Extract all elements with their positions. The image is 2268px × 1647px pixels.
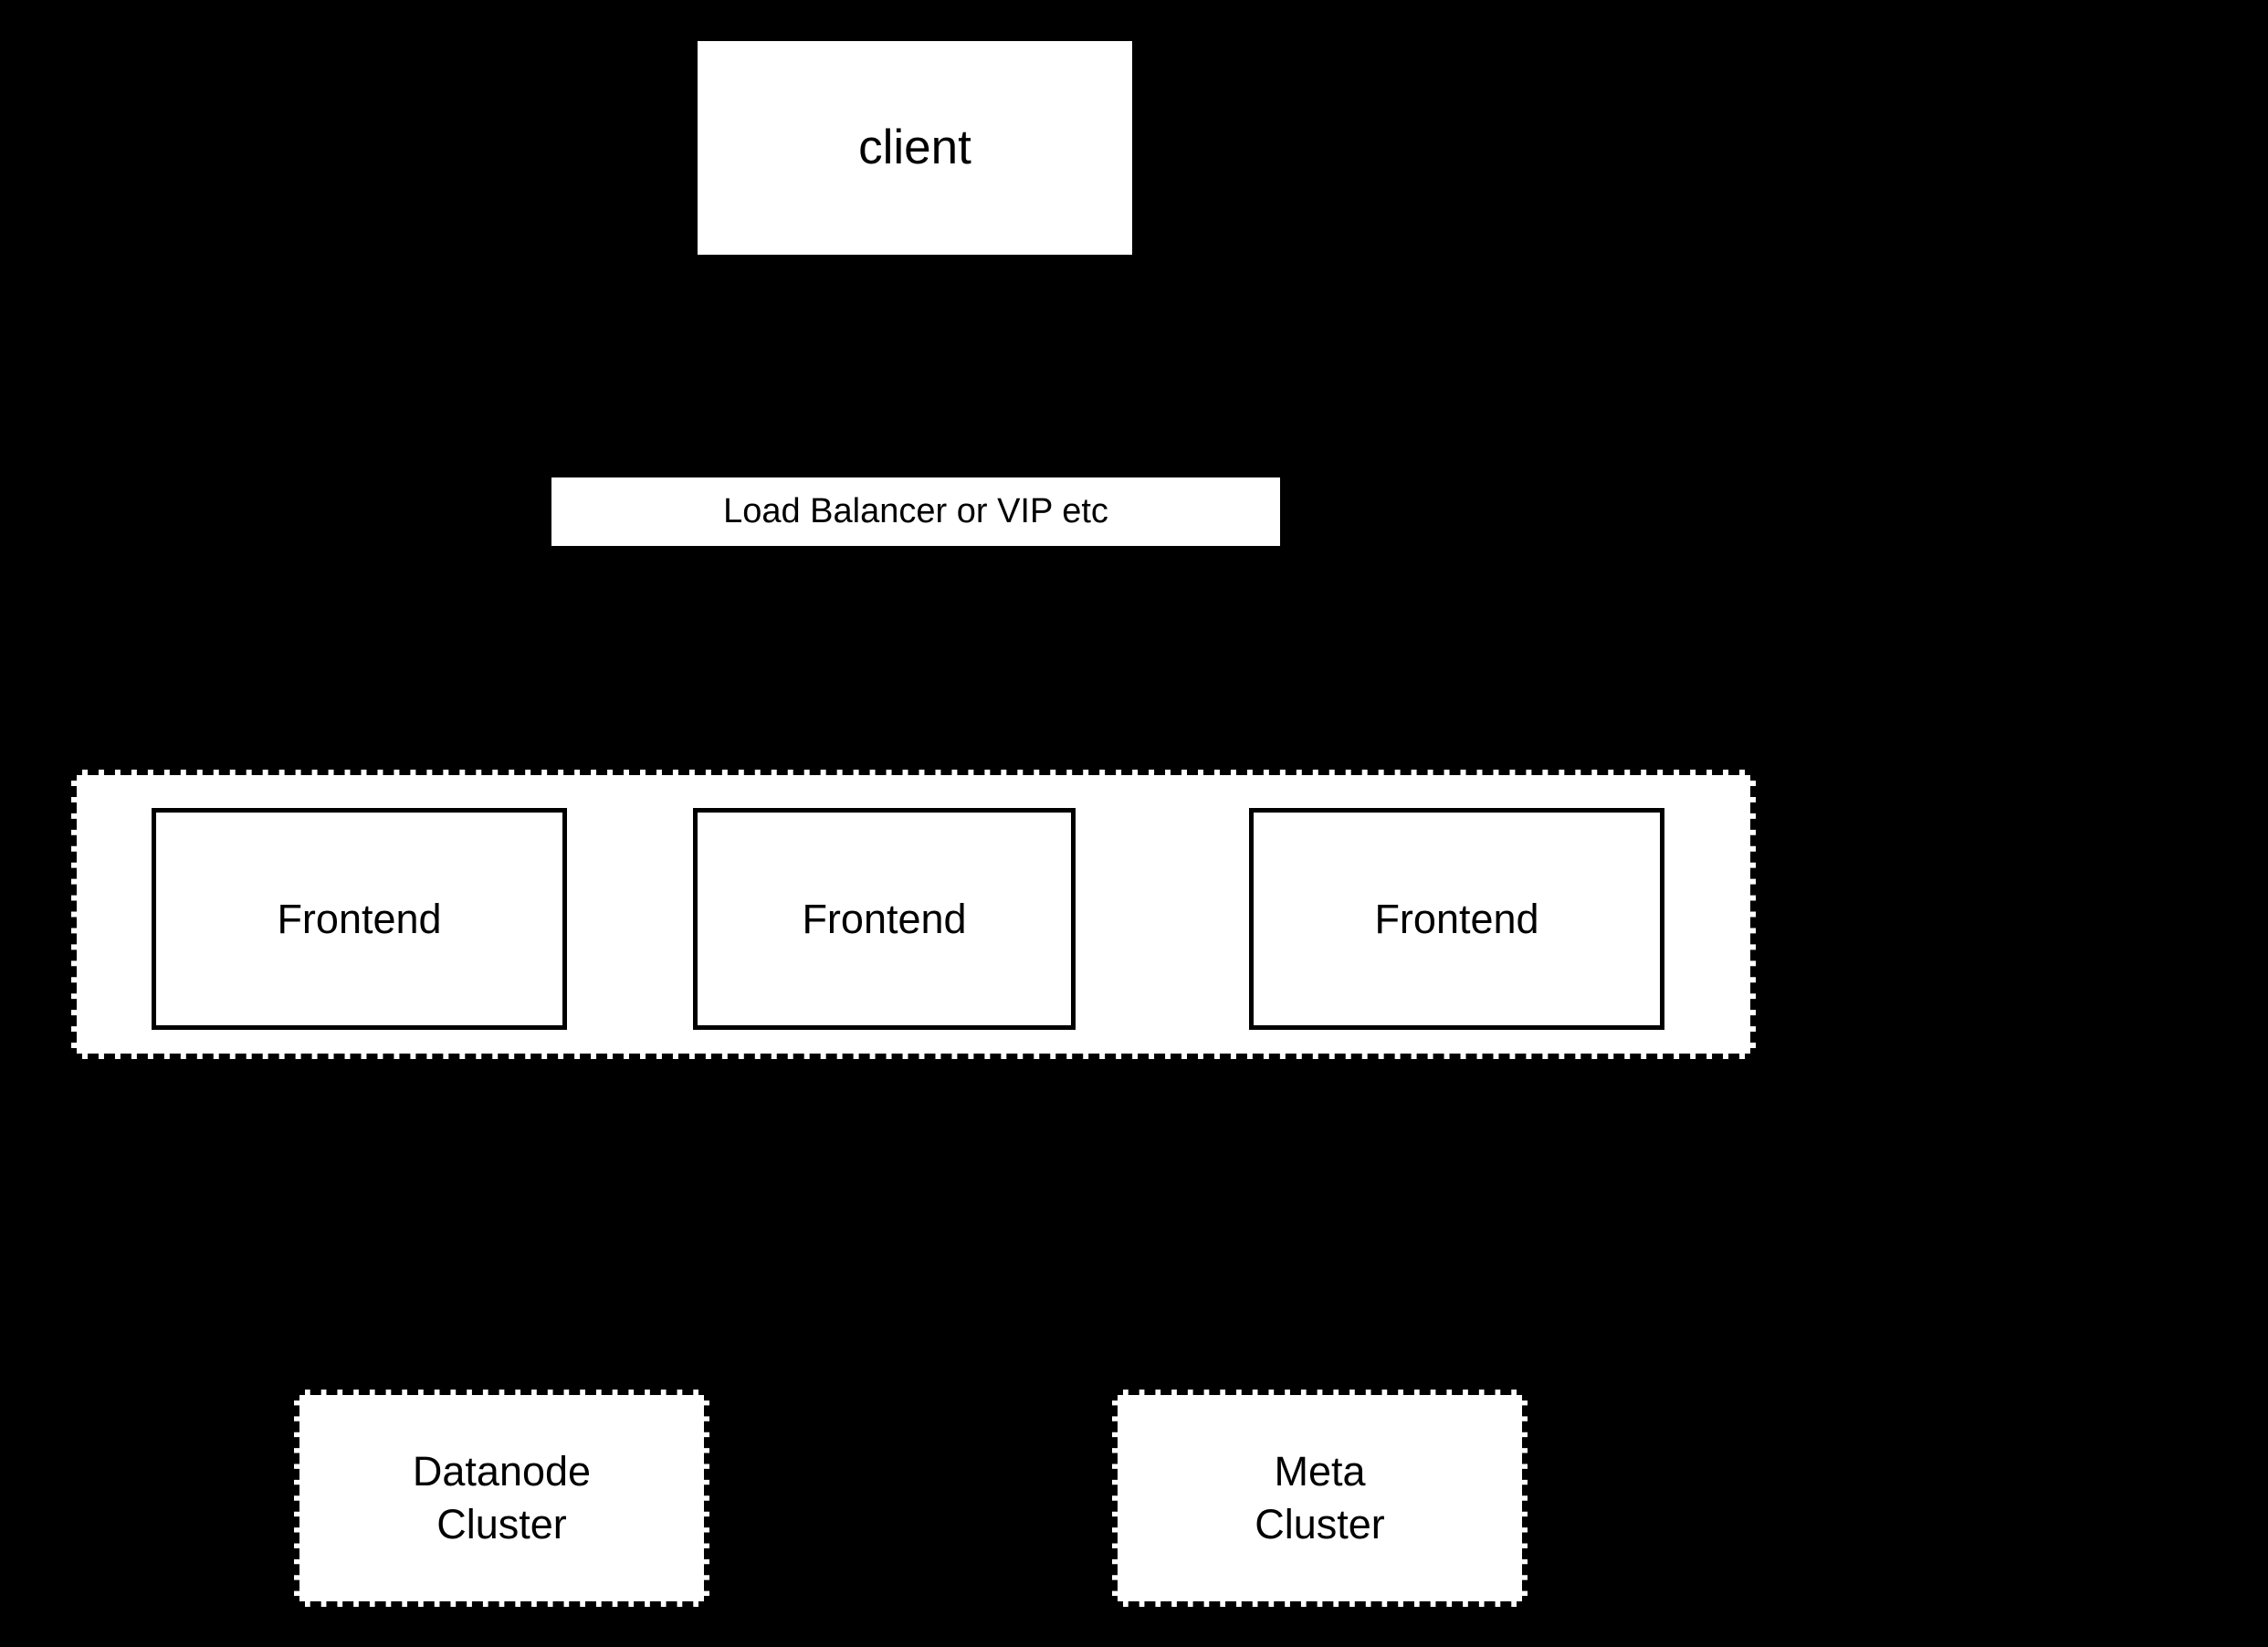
- frontend-node-3[interactable]: Frontend: [1249, 808, 1664, 1030]
- frontend-cluster-group[interactable]: Frontend Frontend Frontend: [71, 770, 1756, 1059]
- datanode-cluster-node[interactable]: Datanode Cluster: [294, 1390, 709, 1607]
- client-node[interactable]: client: [698, 41, 1132, 255]
- frontend-node-1[interactable]: Frontend: [152, 808, 567, 1030]
- frontend-node-2[interactable]: Frontend: [693, 808, 1076, 1030]
- meta-cluster-node[interactable]: Meta Cluster: [1112, 1390, 1528, 1607]
- load-balancer-node[interactable]: Load Balancer or VIP etc: [551, 477, 1280, 546]
